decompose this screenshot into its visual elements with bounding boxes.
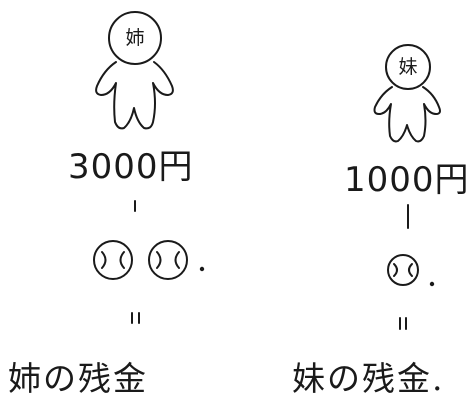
elder-head	[108, 11, 162, 65]
elder-equals-mark	[131, 312, 140, 324]
coin-icon	[93, 240, 133, 280]
elder-amount: 3000円	[68, 147, 194, 187]
elder-body	[95, 61, 174, 130]
elder-coins	[93, 240, 205, 280]
younger-amount: 1000円	[344, 160, 470, 200]
dot-mark	[429, 281, 435, 287]
younger-equals-mark	[399, 317, 407, 330]
younger-head	[385, 44, 431, 90]
coin-icon	[387, 254, 419, 286]
coin-icon	[148, 240, 188, 280]
younger-coins	[387, 254, 435, 287]
younger-sister-figure: 妹	[373, 44, 441, 143]
younger-caption: 妹の残金.	[292, 359, 445, 398]
elder-head-char: 姉	[125, 27, 144, 49]
dot-mark	[199, 266, 205, 272]
younger-body	[373, 86, 441, 143]
elder-caption: 姉の残金	[8, 359, 148, 398]
elder-sister-figure: 姉	[95, 11, 174, 130]
younger-head-char: 妹	[398, 56, 417, 78]
